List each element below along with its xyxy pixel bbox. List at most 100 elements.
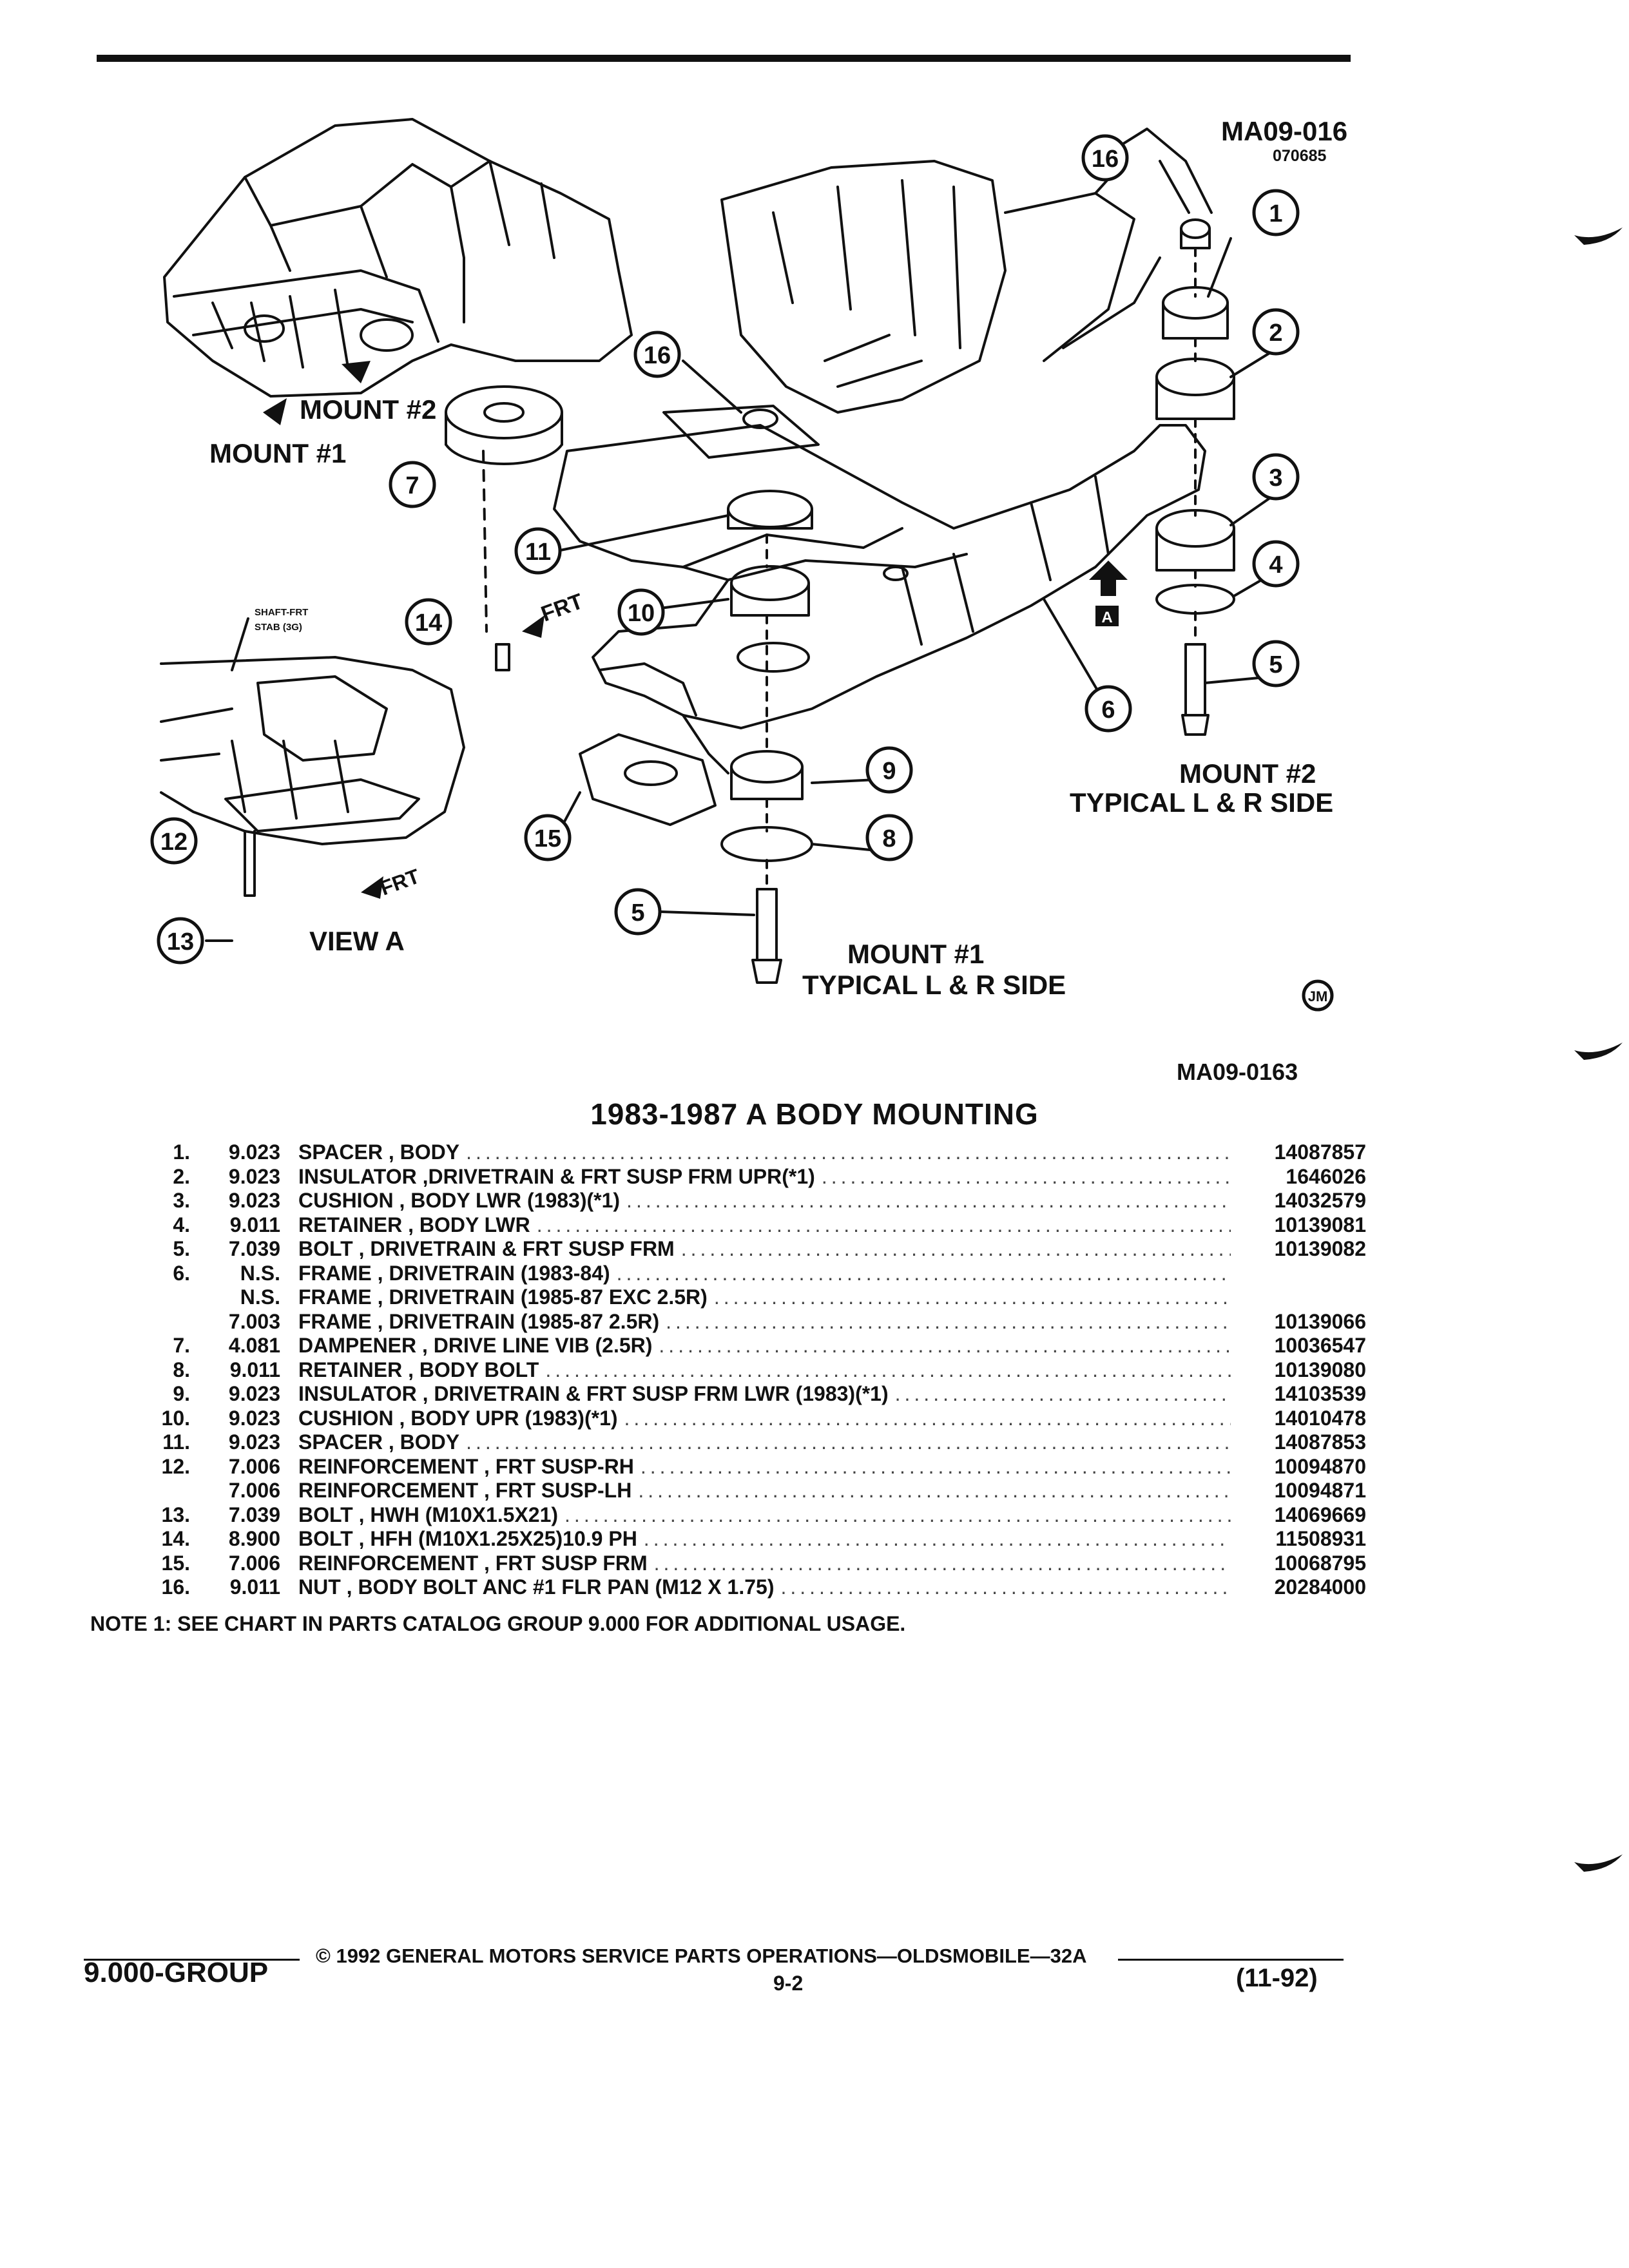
part-desc-wrap: DAMPENER , DRIVE LINE VIB (2.5R)........… (298, 1334, 1231, 1358)
parts-row: 12. 7.006 REINFORCEMENT , FRT SUSP-RH.....… (122, 1455, 1366, 1479)
part-group: 9.023 (228, 1406, 280, 1430)
part-desc-wrap: RETAINER , BODY LWR.....................… (298, 1213, 1231, 1237)
parts-row: 6.N.S.FRAME , DRIVETRAIN (1983-84)......… (122, 1262, 1366, 1286)
part-desc-wrap: FRAME , DRIVETRAIN (1983-84)............… (298, 1262, 1231, 1285)
part-desc-wrap: SPACER , BODY...........................… (298, 1430, 1231, 1454)
part-number: 14032579 (1274, 1189, 1366, 1212)
callout-11: 11 (525, 539, 551, 566)
margin-hole-mark (1574, 1043, 1623, 1060)
leader-dots: ........................................… (821, 1164, 1231, 1188)
part-desc-wrap: REINFORCEMENT , FRT SUSP-RH.............… (298, 1455, 1231, 1479)
leader-dots: ........................................… (894, 1382, 1231, 1405)
part-number: 10139082 (1274, 1237, 1366, 1260)
part-index: 2. (173, 1164, 190, 1188)
callout-8: 8 (882, 825, 896, 852)
part-number: 10139081 (1274, 1213, 1366, 1236)
part-number: 14103539 (1274, 1382, 1366, 1405)
figure-ref: MA09-0163 (1177, 1059, 1298, 1085)
part-group: 7.039 (228, 1237, 280, 1260)
part-number: 14010478 (1274, 1406, 1366, 1430)
leader-dots: ........................................… (713, 1285, 1231, 1309)
callout-15: 15 (534, 825, 561, 852)
part-description: RETAINER , BODY LWR (298, 1213, 530, 1236)
part-description: INSULATOR ,DRIVETRAIN & FRT SUSP FRM UPR… (298, 1164, 815, 1188)
label-view-a: VIEW A (309, 926, 405, 956)
leader-dots: ........................................… (616, 1261, 1231, 1285)
footer-page-number: 9-2 (773, 1972, 804, 1995)
callout-12: 12 (160, 829, 188, 856)
figure-code: MA09-016 (1221, 116, 1348, 146)
leader-dots: ........................................… (536, 1213, 1231, 1236)
part-description: REINFORCEMENT , FRT SUSP-RH (298, 1454, 634, 1478)
part-desc-wrap: BOLT , DRIVETRAIN & FRT SUSP FRM........… (298, 1237, 1231, 1261)
part-group: 9.011 (229, 1213, 280, 1236)
label-shaft-1: SHAFT-FRT (255, 607, 308, 618)
label-typical-a: TYPICAL L & R SIDE (1070, 787, 1333, 818)
part-description: RETAINER , BODY BOLT (298, 1358, 539, 1381)
part-index: 7. (173, 1334, 190, 1357)
leader-dots: ........................................… (780, 1575, 1231, 1599)
part-group: 7.006 (228, 1454, 280, 1478)
part-number: 20284000 (1274, 1575, 1366, 1599)
part-description: FRAME , DRIVETRAIN (1985-87 EXC 2.5R) (298, 1285, 708, 1309)
part-desc-wrap: BOLT , HFH (M10X1.25X25)10.9 PH.........… (298, 1527, 1231, 1551)
part-number: 11508931 (1275, 1527, 1366, 1550)
parts-row: 2. 9.023 INSULATOR ,DRIVETRAIN & FRT SUSP … (122, 1165, 1366, 1189)
part-desc-wrap: CUSHION , BODY UPR (1983)(*1)...........… (298, 1407, 1231, 1430)
part-index: 12. (161, 1454, 190, 1478)
leader-dots: ........................................… (466, 1430, 1231, 1454)
callout-13: 13 (167, 928, 194, 956)
part-group: 7.006 (228, 1551, 280, 1575)
view-a-box-letter: A (1101, 609, 1112, 626)
leader-dots: ........................................… (638, 1479, 1231, 1502)
part-group: 9.023 (228, 1164, 280, 1188)
part-description: FRAME , DRIVETRAIN (1983-84) (298, 1261, 610, 1285)
car-overview-sketch (163, 118, 633, 398)
part-index: 15. (161, 1551, 190, 1575)
label-typical-b: TYPICAL L & R SIDE (802, 970, 1066, 1000)
part-index: 16. (161, 1575, 190, 1599)
part-description: CUSHION , BODY UPR (1983)(*1) (298, 1406, 618, 1430)
label-mount1-overview: MOUNT #1 (209, 438, 346, 468)
footer-group: 9.000-GROUP (84, 1957, 269, 1988)
part-group: 9.011 (229, 1575, 280, 1599)
leader-dots: ........................................… (626, 1189, 1231, 1212)
part-group: 7.003 (228, 1309, 280, 1333)
part-number: 14087857 (1274, 1140, 1366, 1164)
part-index: 6. (173, 1261, 190, 1285)
part-index: 1. (173, 1140, 190, 1164)
part-description: INSULATOR , DRIVETRAIN & FRT SUSP FRM LW… (298, 1382, 889, 1405)
leader-dots: ........................................… (680, 1237, 1231, 1260)
part-description: REINFORCEMENT , FRT SUSP FRM (298, 1551, 648, 1575)
part-number: 1646026 (1286, 1164, 1366, 1188)
part-group: 9.023 (228, 1382, 280, 1405)
leader-dots: ........................................… (666, 1309, 1231, 1333)
part-description: NUT , BODY BOLT ANC #1 FLR PAN (M12 X 1.… (298, 1575, 775, 1599)
part-index: 11. (162, 1430, 190, 1454)
part-number: 10094870 (1274, 1454, 1366, 1478)
part-group: N.S. (240, 1285, 280, 1309)
body-background-sketch (720, 128, 1213, 414)
callout-9: 9 (882, 758, 896, 785)
callout-3: 3 (1269, 465, 1282, 492)
callout-1: 1 (1269, 200, 1282, 227)
leader-dots: ........................................… (564, 1503, 1231, 1526)
part-description: SPACER , BODY (298, 1140, 460, 1164)
footer-date: (11-92) (1236, 1964, 1318, 1992)
part-desc-wrap: INSULATOR , DRIVETRAIN & FRT SUSP FRM LW… (298, 1382, 1231, 1406)
callout-10: 10 (628, 600, 655, 627)
part-index: 5. (173, 1237, 190, 1260)
part-desc-wrap: SPACER , BODY...........................… (298, 1140, 1231, 1164)
margin-hole-mark (1574, 1854, 1623, 1872)
part-description: CUSHION , BODY LWR (1983)(*1) (298, 1189, 621, 1212)
part-number: 10036547 (1274, 1334, 1366, 1357)
label-mount2-detail: MOUNT #2 (1179, 758, 1316, 789)
